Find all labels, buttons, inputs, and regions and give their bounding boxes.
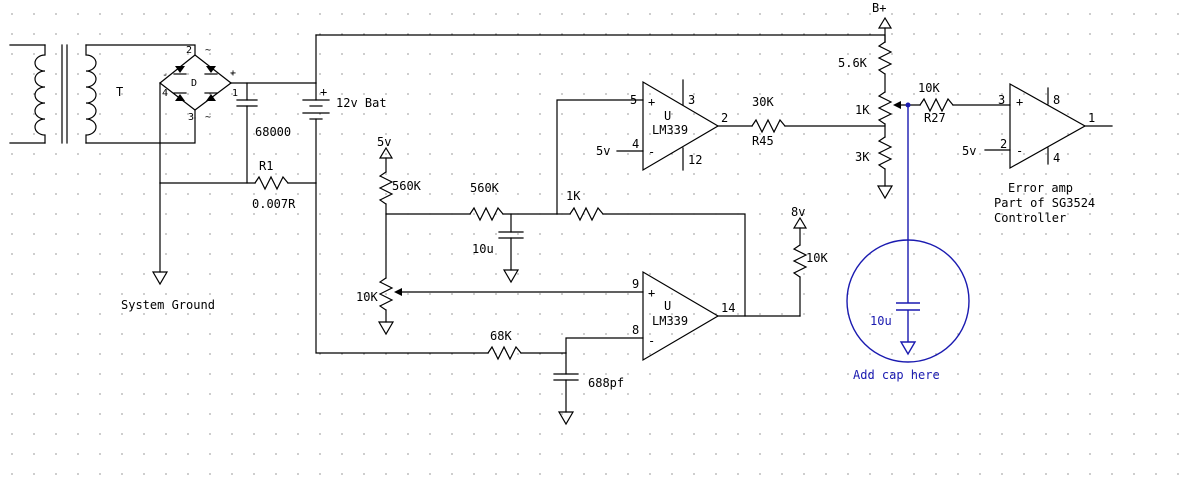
cap-10u-filter-label: 10u xyxy=(472,242,494,256)
error-amp-line2: Part of SG3524 xyxy=(994,196,1095,210)
divider-bottom-label: 3K xyxy=(855,150,870,164)
r-560k-series-label: 560K xyxy=(470,181,500,195)
resistor-r45: 30K R45 xyxy=(717,95,886,148)
potentiometer-10k: 10K xyxy=(356,277,644,336)
comp-lower-pin-out: 14 xyxy=(721,301,735,315)
error-amp-pin-plus: 3 xyxy=(998,93,1005,107)
cap-688pf-label: 688pf xyxy=(588,376,624,390)
r1-value: 0.007R xyxy=(252,197,296,211)
comp-upper-pin-out: 2 xyxy=(721,111,728,125)
supply-5v-left: 5v xyxy=(377,135,391,149)
supply-5v-upper: 5v xyxy=(596,144,610,158)
comp-lower-minus: - xyxy=(648,334,655,348)
comp-lower-pin-minus: 8 xyxy=(632,323,639,337)
capacitor-68000: 68000 xyxy=(236,82,291,184)
transformer-label: T xyxy=(116,85,123,99)
error-amp-pin-bottom: 4 xyxy=(1053,151,1060,165)
system-ground-label: System Ground xyxy=(121,298,215,312)
resistor-r1: R1 0.007R xyxy=(159,159,317,211)
wire-bplus-rail xyxy=(315,34,886,43)
resistor-68k: 68K xyxy=(487,329,644,361)
battery: + 12v Bat xyxy=(302,82,387,184)
comp-upper-minus: - xyxy=(648,145,655,159)
r27-ref: R27 xyxy=(924,111,946,125)
comp-lower-pin-plus: 9 xyxy=(632,277,639,291)
resistor-10k-pullup: 8v 10K xyxy=(791,205,828,317)
ground-icon xyxy=(151,271,169,286)
resistor-560k-pullup: 5v 560K xyxy=(377,135,422,279)
comp-upper-pin-vcc: 3 xyxy=(688,93,695,107)
comp-upper-pin-minus: 4 xyxy=(632,137,639,151)
supply-5v-error-amp: 5v xyxy=(962,144,976,158)
bridge-ac-a: ~ xyxy=(205,45,211,56)
battery-label: 12v Bat xyxy=(336,96,387,110)
divider-network: B+ 5.6K 1K 3K xyxy=(838,1,921,200)
error-amp-minus: - xyxy=(1016,144,1023,158)
r1-ref: R1 xyxy=(259,159,273,173)
bridge-minus: - xyxy=(162,70,168,81)
capacitor-688pf: 688pf xyxy=(553,352,624,426)
bridge-pin-4: 4 xyxy=(162,88,168,99)
bridge-rectifier: 2 ~ - 4 D + 1 3 ~ xyxy=(159,45,238,123)
error-amp-line3: Controller xyxy=(994,211,1066,225)
r-560k-pullup-label: 560K xyxy=(392,179,422,193)
r45-value: 30K xyxy=(752,95,774,109)
divider-wiper-label: 1K xyxy=(855,103,870,117)
battery-plus: + xyxy=(320,85,327,99)
comp-upper-part: LM339 xyxy=(652,123,688,137)
pot-10k-label: 10K xyxy=(356,290,378,304)
bridge-ac-b: ~ xyxy=(205,112,211,123)
error-amp-pin-minus: 2 xyxy=(1000,137,1007,151)
capacitor-10u-filter: 10u xyxy=(472,213,524,284)
comp-upper-pin-gnd: 12 xyxy=(688,153,702,167)
r-1k-feedback-label: 1K xyxy=(566,189,581,203)
resistor-r27: 10K R27 xyxy=(918,81,1011,125)
grid-dots xyxy=(11,13,1179,475)
wire-ac-top xyxy=(85,44,196,56)
comp-upper-pin-plus: 5 xyxy=(630,93,637,107)
divider-top-label: 5.6K xyxy=(838,56,868,70)
added-cap-note: Add cap here xyxy=(853,368,940,382)
r-68k-label: 68K xyxy=(490,329,512,343)
comp-lower-ref: U xyxy=(664,299,671,313)
bridge-pin-2: 2 xyxy=(186,45,192,56)
transformer: T xyxy=(9,44,123,144)
supply-bplus: B+ xyxy=(872,1,886,15)
comparator-lower: + - U LM339 9 8 14 xyxy=(632,270,735,362)
r-10k-pullup-label: 10K xyxy=(806,251,828,265)
added-cap-value: 10u xyxy=(870,314,892,328)
wire-to-upper-plus xyxy=(556,99,644,215)
error-amp-pin-out: 1 xyxy=(1088,111,1095,125)
supply-8v: 8v xyxy=(791,205,805,219)
bridge-ref: D xyxy=(191,78,197,89)
bridge-plus: + xyxy=(230,68,236,79)
bridge-pin-3: 3 xyxy=(188,112,194,123)
resistor-1k-feedback: 1K xyxy=(556,189,746,317)
error-amp-pin-top: 8 xyxy=(1053,93,1060,107)
bridge-pin-1: 1 xyxy=(232,88,238,99)
added-capacitor-annotation: 10u Add cap here xyxy=(846,102,970,382)
comp-lower-plus: + xyxy=(648,286,655,300)
wire-ac-bottom xyxy=(85,117,196,144)
error-amp: + - 3 2 8 4 1 5v Error amp Part of SG352… xyxy=(962,82,1113,225)
error-amp-line1: Error amp xyxy=(1008,181,1073,195)
comparator-upper: + - U LM339 5 4 3 12 2 5v xyxy=(596,79,728,172)
error-amp-plus: + xyxy=(1016,95,1023,109)
comp-upper-ref: U xyxy=(664,109,671,123)
r45-ref: R45 xyxy=(752,134,774,148)
comp-lower-part: LM339 xyxy=(652,314,688,328)
resistor-560k-series: 560K xyxy=(469,181,558,222)
capacitor-68000-label: 68000 xyxy=(255,125,291,139)
r27-value: 10K xyxy=(918,81,940,95)
comp-upper-plus: + xyxy=(648,95,655,109)
wire-sense-line xyxy=(315,182,489,354)
